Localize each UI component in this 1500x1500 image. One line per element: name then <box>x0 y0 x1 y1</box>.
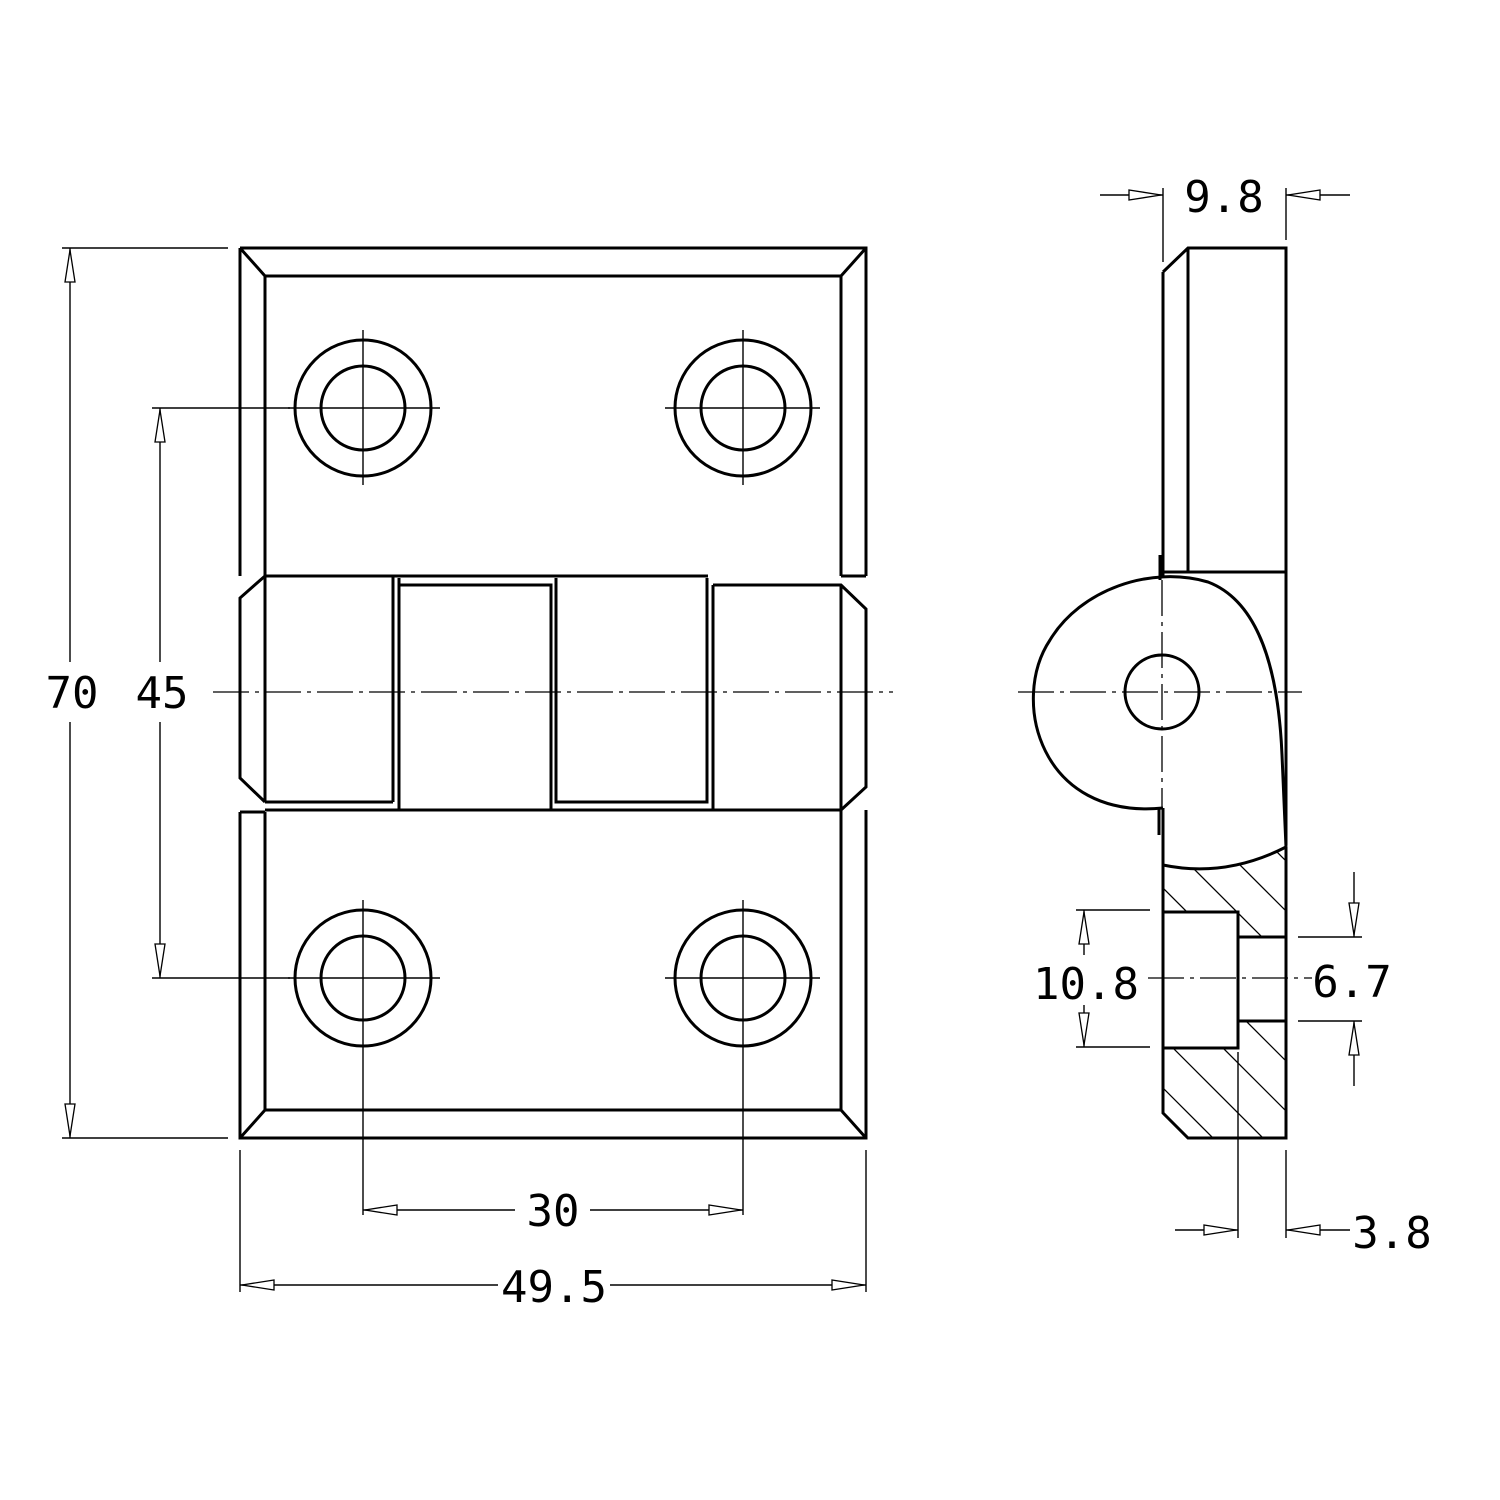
dimension-offset-3-8 <box>1175 1052 1350 1238</box>
label-6-7: 6.7 <box>1312 957 1391 1008</box>
side-view <box>1018 188 1362 1238</box>
side-bottom-leaf-section <box>1161 845 1288 1140</box>
bottom-leaf <box>238 808 868 1140</box>
dimension-height-70 <box>62 247 228 1139</box>
label-30: 30 <box>527 1186 580 1237</box>
label-70: 70 <box>46 668 99 719</box>
top-leaf <box>238 246 868 578</box>
label-49-5: 49.5 <box>501 1262 607 1313</box>
label-10-8: 10.8 <box>1033 959 1139 1010</box>
side-top-leaf <box>1158 246 1288 580</box>
dimension-hole-6-7 <box>1298 872 1362 1086</box>
label-45: 45 <box>136 668 189 719</box>
dimension-hole-spacing-45 <box>152 407 290 979</box>
dimension-thickness-9-8 <box>1100 188 1350 262</box>
dimension-counterbore-10-8 <box>1076 909 1150 1048</box>
label-3-8: 3.8 <box>1352 1208 1431 1259</box>
dimension-width-49-5 <box>239 1150 867 1292</box>
front-center-lines <box>213 330 893 1215</box>
side-knuckle <box>1031 572 1288 865</box>
knuckle-band <box>238 574 868 812</box>
dimension-labels: 70 45 30 49.5 9.8 10.8 6.7 3.8 <box>46 172 1432 1313</box>
dimension-hole-spacing-30 <box>363 1204 743 1216</box>
side-center-lines <box>1018 580 1312 979</box>
front-view <box>62 246 893 1292</box>
label-9-8: 9.8 <box>1184 172 1263 223</box>
